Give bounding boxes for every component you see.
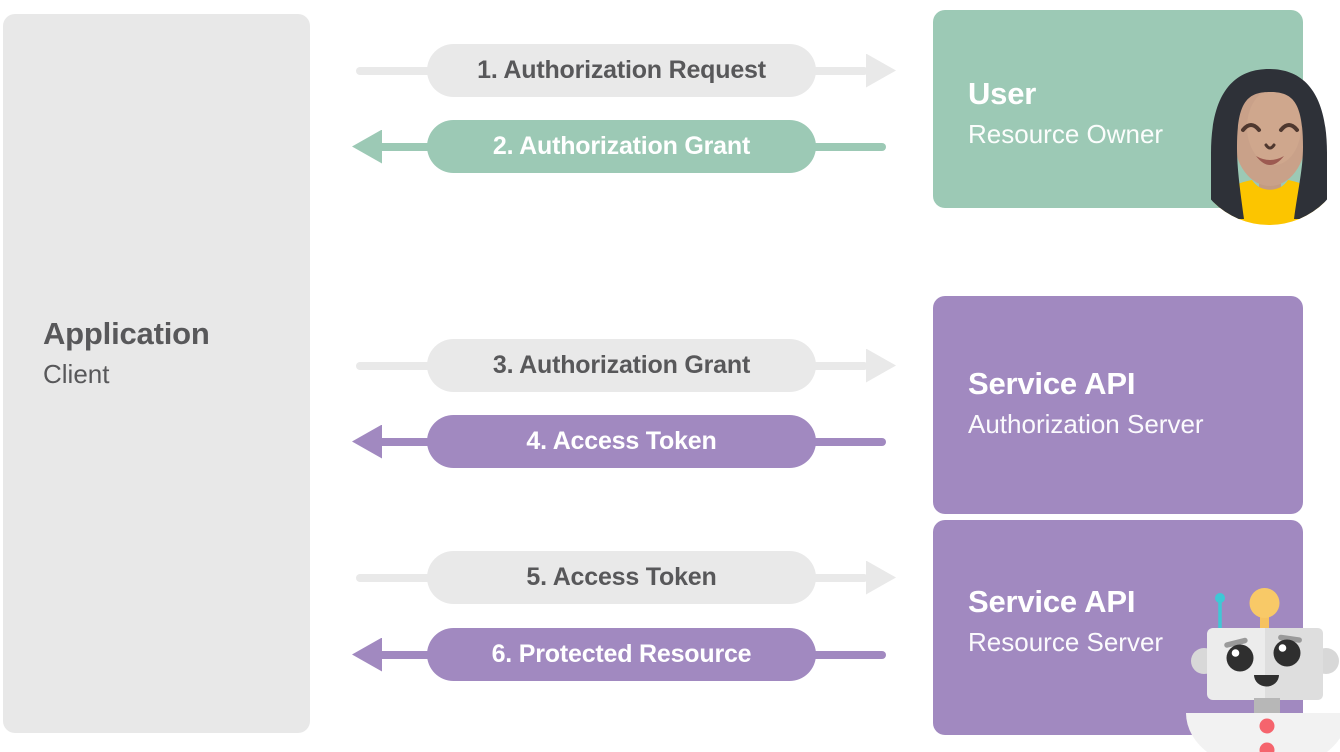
right-arrowhead-icon [866,560,896,595]
authorization-server-title: Service API [968,366,1136,401]
authorization-server-subtitle: Authorization Server [968,409,1204,439]
flow-step-3: 3. Authorization Grant [352,339,896,392]
user-subtitle: Resource Owner [968,119,1164,149]
right-arrowhead-icon [866,53,896,88]
flow-label-pill: 4. Access Token [427,415,816,468]
resource-server-subtitle: Resource Server [968,627,1164,657]
left-arrowhead-icon [352,637,382,672]
flow-label-pill: 3. Authorization Grant [427,339,816,392]
flow-step-2: 2. Authorization Grant [352,120,896,173]
resource-server-title: Service API [968,584,1136,619]
woman-avatar-icon [1210,69,1330,225]
left-arrowhead-icon [352,424,382,459]
robot-avatar-icon [1186,588,1340,752]
authorization-server-box: Service API Authorization Server [933,296,1303,514]
flow-label-pill: 6. Protected Resource [427,628,816,681]
flow-label-pill: 1. Authorization Request [427,44,816,97]
application-subtitle: Client [43,359,110,389]
left-arrowhead-icon [352,129,382,164]
flow-step-6: 6. Protected Resource [352,628,896,681]
flow-label-pill: 2. Authorization Grant [427,120,816,173]
flow-label-pill: 5. Access Token [427,551,816,604]
resource-server-text-block: Service API Resource Server [968,580,1163,660]
authorization-server-text-block: Service API Authorization Server [968,362,1204,442]
user-text-block: User Resource Owner [968,72,1163,152]
flow-step-5: 5. Access Token [352,551,896,604]
application-client-box: Application Client [3,14,310,733]
application-title: Application [43,316,210,351]
application-text-block: Application Client [43,312,210,392]
right-arrowhead-icon [866,348,896,383]
flow-step-1: 1. Authorization Request [352,44,896,97]
flow-step-4: 4. Access Token [352,415,896,468]
user-title: User [968,76,1037,111]
